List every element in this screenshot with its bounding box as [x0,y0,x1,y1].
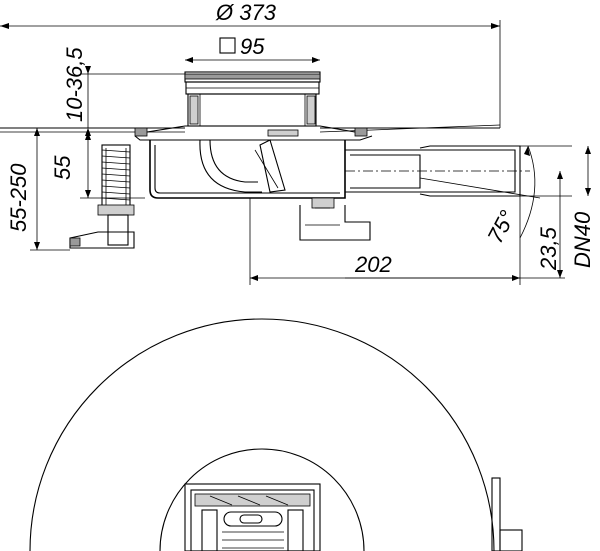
grate [184,483,321,551]
grate-frame [184,71,321,127]
body-outline [159,448,365,551]
side-section-view: Ø 373 95 10-36,5 55-250 [0,0,595,285]
drain-body [149,139,530,241]
outlet-length-label: 202 [354,252,392,277]
threaded-riser [69,144,135,249]
total-height-dimension: 55-250 [6,128,70,251]
outlet-angle-label: 75° [482,206,520,247]
height-adjust-label: 10-36,5 [62,47,87,122]
outlet-size-label: DN40 [570,211,595,268]
outlet-size-dimension: DN40 [570,146,595,268]
total-height-label: 55-250 [6,163,31,232]
outlet-angle-dimension: 75° [419,145,541,247]
diameter-label: Ø 373 [215,0,277,25]
outlet-height-label: 23,5 [536,226,561,271]
flange-outline [29,318,495,551]
drain-flange [134,125,373,141]
grate-size-dimension: 95 [185,34,320,63]
body-height-dimension: 55 [50,132,145,199]
diameter-dimension: Ø 373 [0,0,501,128]
top-plan-view [29,318,523,551]
square-symbol-icon [219,37,236,54]
outlet-height-dimension: 23,5 [345,145,572,279]
outlet-length-dimension: 202 [249,196,521,285]
height-adjust-dimension: 10-36,5 [62,47,185,136]
grate-size-label: 95 [240,34,265,59]
body-height-label: 55 [50,155,75,180]
